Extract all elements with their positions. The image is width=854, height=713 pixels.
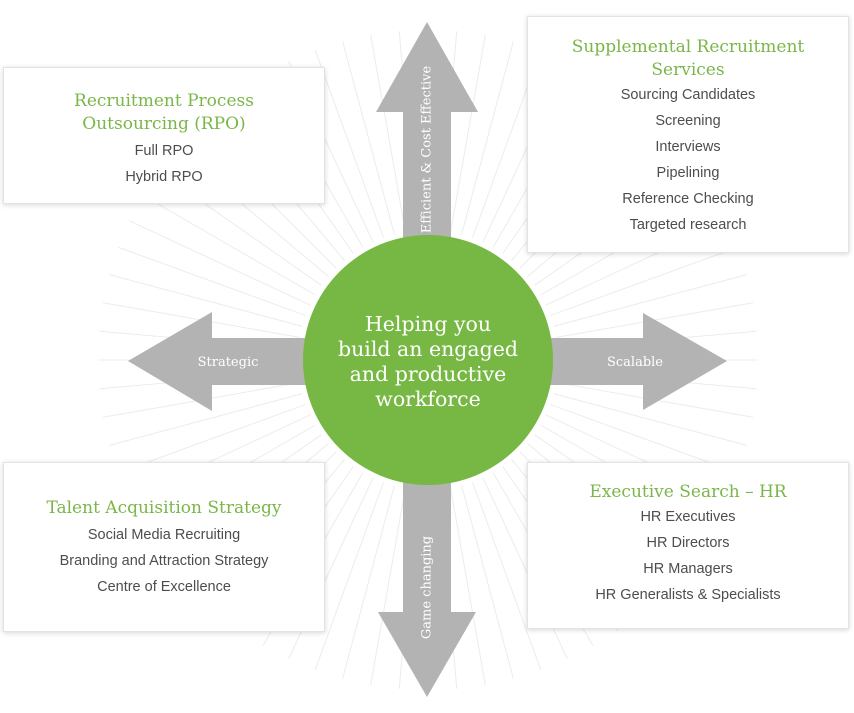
supplemental-item: Interviews (655, 139, 721, 155)
rpo-item: Hybrid RPO (125, 169, 203, 185)
talent-title: Talent Acquisition Strategy (46, 498, 282, 518)
sunburst-ray (549, 403, 739, 474)
arrow-right (548, 313, 727, 410)
arrow-label-top: Efficient & Cost Effective (419, 65, 435, 234)
sunburst-ray (370, 34, 406, 233)
executive-search-card: Executive Search – HR HR Executives HR D… (527, 462, 849, 629)
center-message: Helping you build an engaged and product… (313, 312, 543, 412)
talent-item: Social Media Recruiting (87, 527, 241, 543)
sunburst-ray (549, 246, 739, 317)
arrow-down (378, 480, 476, 697)
rpo-title-line: Recruitment Process (74, 91, 254, 111)
executive-item: HR Managers (643, 561, 733, 577)
center-line: and productive (349, 362, 507, 386)
executive-title: Executive Search – HR (589, 482, 787, 502)
center-line: build an engaged (337, 337, 519, 361)
supplemental-item: Sourcing Candidates (620, 87, 756, 103)
arrow-label-bottom: Game changing (419, 535, 435, 640)
supplemental-services-card: Supplemental Recruitment Services Sourci… (527, 16, 849, 253)
sunburst-ray (117, 246, 307, 317)
center-circle (303, 235, 553, 485)
supplemental-title: Supplemental Recruitment Services (528, 36, 848, 82)
arrow-left (128, 312, 310, 411)
sunburst-ray (342, 485, 395, 679)
sunburst-ray (461, 485, 514, 679)
center-line: workforce (375, 387, 481, 411)
sunburst-ray (141, 194, 316, 296)
talent-acquisition-card: Talent Acquisition Strategy Social Media… (3, 462, 325, 632)
sunburst-ray (117, 403, 307, 474)
rpo-card: Recruitment Process Outsourcing (RPO) Fu… (3, 67, 325, 204)
executive-item: HR Directors (646, 535, 730, 551)
sunburst-ray (461, 41, 514, 235)
supplemental-title-line: Services (651, 60, 725, 80)
talent-item: Centre of Excellence (97, 579, 231, 595)
sunburst-ray (553, 274, 747, 327)
sunburst-ray (553, 393, 747, 446)
sunburst-ray (450, 487, 486, 686)
sunburst-ray (314, 481, 385, 671)
supplemental-item: Reference Checking (622, 191, 754, 207)
supplemental-item: Targeted research (629, 217, 747, 233)
rpo-title-line: Outsourcing (RPO) (82, 114, 246, 134)
executive-item: HR Executives (640, 509, 736, 525)
rpo-title: Recruitment Process Outsourcing (RPO) (4, 90, 324, 136)
center-line: Helping you (364, 312, 492, 336)
sunburst-ray (342, 41, 395, 235)
supplemental-title-line: Supplemental Recruitment (571, 37, 805, 57)
executive-item: HR Generalists & Specialists (595, 587, 781, 603)
sunburst-ray (109, 393, 303, 446)
sunburst-ray (128, 220, 311, 306)
sunburst-ray (370, 487, 406, 686)
sunburst-ray (450, 34, 486, 233)
arrow-up (376, 22, 478, 240)
rpo-item: Full RPO (134, 143, 194, 159)
talent-item: Branding and Attraction Strategy (59, 553, 269, 569)
arrow-label-left: Strategic (197, 355, 259, 370)
supplemental-item: Screening (655, 113, 721, 129)
sunburst-ray (314, 49, 385, 239)
arrow-label-right: Scalable (606, 355, 664, 370)
sunburst-ray (471, 481, 542, 671)
sunburst-ray (109, 274, 303, 327)
supplemental-item: Pipelining (656, 165, 720, 181)
